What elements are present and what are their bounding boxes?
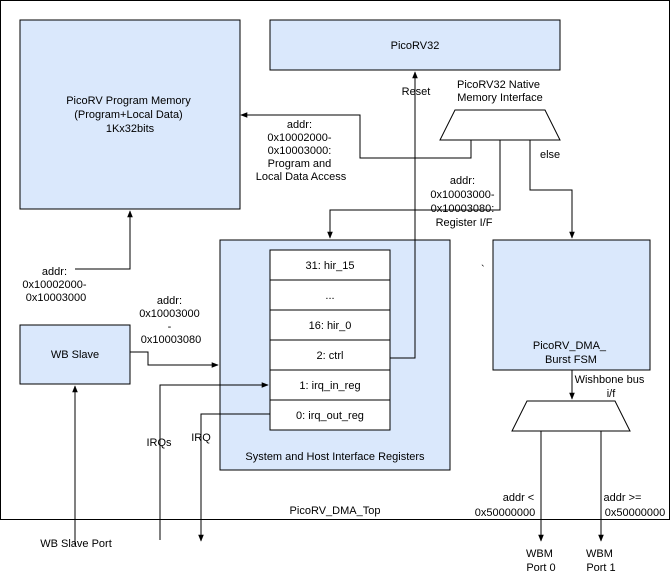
slave-to-memory-arrow — [75, 210, 133, 270]
top-container — [0, 0, 670, 520]
registers-caption: System and Host Interface Registers — [245, 451, 425, 463]
mem-access-arrow — [240, 112, 472, 159]
slave-reg-addr-label: addr: 0x10003000 - 0x10003080 — [139, 295, 203, 346]
reset-arrow — [390, 71, 418, 359]
irq-label: IRQ — [191, 432, 211, 444]
native-if-mux — [439, 109, 561, 141]
svg-text:PicoRV_DMA_ Burst FSM: PicoRV_DMA_ Burst FSM — [533, 340, 609, 366]
program-memory-size: 1Kx32bits — [106, 123, 155, 135]
stray-mark: ` — [481, 264, 485, 276]
wbm-port0-label: WBM Port 0 — [526, 548, 556, 574]
else-label: else — [540, 149, 560, 161]
program-memory-title: PicoRV Program Memory — [66, 95, 191, 107]
svg-text:PicoRV Program Memory (P: PicoRV Program Memory (Program+Local Dat… — [66, 95, 194, 135]
irq-out-arrow — [198, 413, 270, 542]
register-stack: 31: hir_15 ... 16: hir_0 2: ctrl 1: irq_… — [269, 249, 391, 431]
register-label: 0: irq_out_reg — [296, 410, 364, 422]
register-label: 1: irq_in_reg — [299, 380, 360, 392]
wishbone-bus-label: Wishbone bus i/f — [575, 374, 648, 400]
irqs-label: IRQs — [146, 437, 172, 449]
dma-fsm-block: PicoRV_DMA_ Burst FSM — [492, 239, 651, 371]
register-label: 2: ctrl — [317, 350, 344, 362]
picorv32-label: PicoRV32 — [391, 40, 440, 52]
top-label: PicoRV_DMA_Top — [290, 505, 381, 517]
register-cell — [269, 399, 391, 431]
register-label: ... — [325, 290, 334, 302]
program-memory-block: PicoRV Program Memory (Program+Local Dat… — [19, 19, 241, 210]
wbm-port1-label: WBM Port 1 — [586, 548, 616, 574]
register-cell — [269, 249, 391, 281]
slave-mem-addr-label: addr: 0x10002000- 0x10003000 — [22, 266, 89, 304]
slave-to-registers-arrow — [130, 351, 219, 368]
register-label: 31: hir_15 — [306, 260, 355, 272]
irqs-in-arrow — [159, 382, 269, 540]
program-memory-subtitle: (Program+Local Data) — [74, 109, 183, 121]
else-arrow — [529, 140, 575, 239]
dma-fsm-subtitle: Burst FSM — [545, 354, 597, 366]
dma-fsm-title: PicoRV_DMA_ — [533, 340, 607, 352]
native-if-label: PicoRV32 Native Memory Interface — [457, 79, 543, 104]
register-cell — [269, 279, 391, 311]
reset-label: Reset — [402, 86, 431, 98]
port0-addr-label: addr < 0x50000000 — [475, 492, 538, 519]
mem-access-label: addr: 0x10002000- 0x10003000: Program an… — [256, 119, 347, 183]
wb-slave-label: WB Slave — [51, 349, 99, 361]
wb-slave-port-label: WB Slave Port — [40, 538, 112, 550]
register-cell — [269, 339, 391, 371]
wishbone-mux — [511, 400, 631, 432]
register-cell — [269, 309, 391, 341]
register-label: 16: hir_0 — [309, 320, 352, 332]
port1-addr-label: addr >= 0x50000000 — [604, 492, 666, 519]
reg-if-label: addr: 0x10003000- 0x10003080: Register I… — [430, 175, 497, 229]
register-cell — [269, 369, 391, 401]
picorv32-block: PicoRV32 — [269, 19, 561, 71]
wb-slave-block: WB Slave — [19, 324, 131, 385]
